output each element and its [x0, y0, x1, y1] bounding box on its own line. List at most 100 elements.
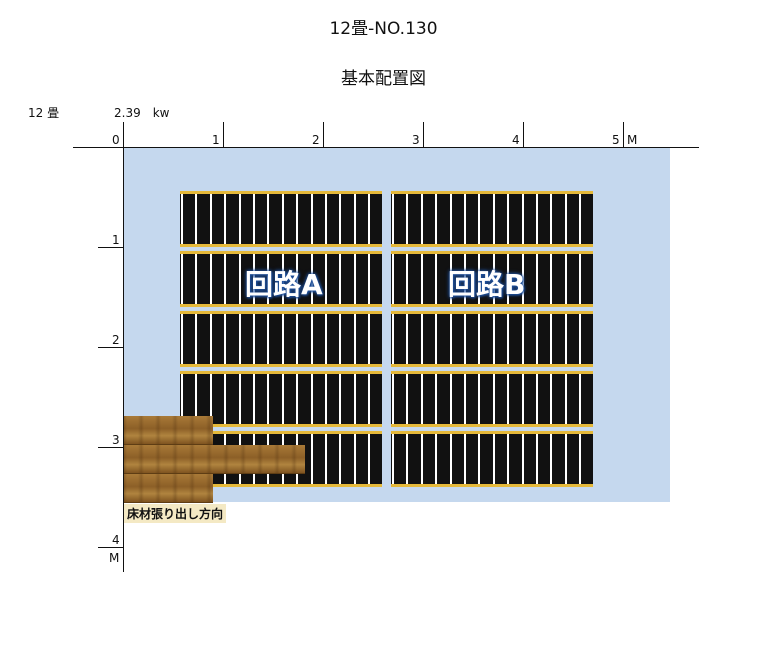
room-size-label: 12 畳	[28, 106, 60, 120]
heater-stripe	[536, 374, 538, 424]
heater-stripe	[325, 254, 327, 304]
heater-stripe	[435, 434, 438, 484]
heater-stripe	[238, 254, 241, 304]
heater-stripe	[224, 374, 227, 424]
heater-stripe	[368, 194, 371, 244]
heater-stripe	[209, 254, 212, 304]
heater-stripe	[224, 194, 227, 244]
heater-stripe	[464, 434, 466, 484]
heater-stripe	[507, 254, 510, 304]
x-tick-label-1: 1	[212, 133, 220, 147]
heater-stripe	[353, 194, 356, 244]
heater-stripe	[406, 254, 409, 304]
heating-panel-b1	[391, 191, 593, 247]
heater-stripe	[449, 374, 452, 424]
heating-panel-b3	[391, 311, 593, 367]
x-tick-label-3: 3	[412, 133, 420, 147]
heater-stripe	[310, 434, 313, 484]
heater-stripe	[420, 314, 423, 364]
heater-stripe	[536, 194, 538, 244]
heater-stripe	[368, 254, 371, 304]
heater-stripe	[406, 374, 409, 424]
heater-stripe	[339, 314, 342, 364]
heater-stripe	[281, 194, 284, 244]
heater-stripe	[181, 374, 183, 424]
heater-stripe	[181, 314, 183, 364]
heater-stripe	[420, 194, 423, 244]
heater-stripe	[478, 314, 481, 364]
heater-stripe	[238, 194, 241, 244]
flooring-board-2	[124, 445, 305, 474]
y-tick-label-1: 1	[112, 233, 120, 247]
power-label: 2.39 kw	[114, 106, 170, 120]
x-tick-4	[523, 122, 524, 147]
heater-stripe	[392, 194, 394, 244]
heater-stripe	[392, 434, 394, 484]
heater-stripe	[368, 314, 371, 364]
heater-stripe	[392, 254, 394, 304]
heater-stripe	[339, 374, 342, 424]
x-axis-line	[73, 147, 699, 148]
heater-stripe	[435, 254, 438, 304]
heater-stripe	[564, 434, 567, 484]
y-axis-line	[123, 122, 124, 572]
heater-stripe	[478, 374, 481, 424]
heater-stripe	[492, 254, 495, 304]
y-tick-3	[98, 447, 123, 448]
heater-stripe	[353, 314, 356, 364]
heater-stripe	[195, 314, 198, 364]
diagram-subtitle: 基本配置図	[341, 69, 426, 89]
x-tick-5	[623, 122, 624, 147]
heating-panel-b5	[391, 431, 593, 487]
heater-stripe	[449, 434, 452, 484]
heater-stripe	[325, 194, 327, 244]
heater-stripe	[238, 374, 241, 424]
flooring-direction-label: 床材張り出し方向	[124, 504, 227, 523]
heater-stripe	[420, 434, 423, 484]
heater-stripe	[325, 434, 327, 484]
flooring-board-3	[124, 474, 213, 503]
heating-panel-a1	[180, 191, 382, 247]
heater-stripe	[181, 194, 183, 244]
heater-stripe	[478, 434, 481, 484]
heater-stripe	[492, 374, 495, 424]
flooring-board-1	[124, 416, 213, 445]
heater-stripe	[536, 254, 538, 304]
heating-panel-a2	[180, 251, 382, 307]
heater-stripe	[253, 314, 255, 364]
heater-stripe	[238, 314, 241, 364]
heater-stripe	[267, 374, 270, 424]
heater-stripe	[325, 374, 327, 424]
heater-stripe	[310, 314, 313, 364]
heater-stripe	[310, 374, 313, 424]
heater-stripe	[550, 314, 553, 364]
heater-stripe	[406, 314, 409, 364]
heater-stripe	[449, 254, 452, 304]
heater-stripe	[564, 314, 567, 364]
heater-stripe	[267, 254, 270, 304]
heater-stripe	[550, 194, 553, 244]
heater-stripe	[536, 314, 538, 364]
heater-stripe	[536, 434, 538, 484]
heater-stripe	[579, 314, 582, 364]
x-tick-3	[423, 122, 424, 147]
heater-stripe	[281, 374, 284, 424]
x-tick-label-4: 4	[512, 133, 520, 147]
heater-stripe	[195, 374, 198, 424]
heater-stripe	[478, 254, 481, 304]
heater-stripe	[521, 314, 524, 364]
heating-panel-a3	[180, 311, 382, 367]
heater-stripe	[296, 374, 299, 424]
heater-stripe	[267, 194, 270, 244]
heater-stripe	[492, 314, 495, 364]
heater-stripe	[579, 374, 582, 424]
x-tick-label-2: 2	[312, 133, 320, 147]
heater-stripe	[339, 254, 342, 304]
heater-stripe	[449, 194, 452, 244]
y-tick-label-3: 3	[112, 433, 120, 447]
heater-stripe	[195, 194, 198, 244]
x-tick-label-0: 0	[112, 133, 120, 147]
x-tick-label-5: 5	[612, 133, 620, 147]
y-tick-4	[98, 547, 123, 548]
heater-stripe	[464, 254, 466, 304]
